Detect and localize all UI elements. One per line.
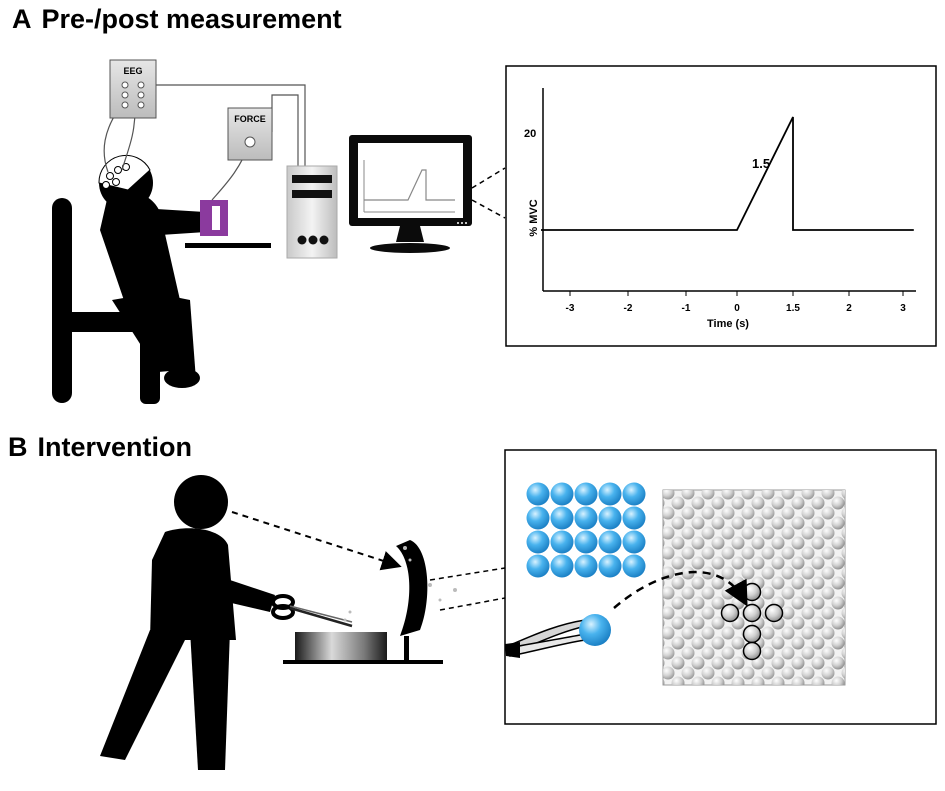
- panel-b-title: B Intervention: [8, 432, 192, 463]
- chart-y-axis-label: % MVC: [528, 199, 540, 236]
- blue-ball: [550, 530, 574, 554]
- panel-a-title-text: Pre-/post measurement: [41, 4, 342, 34]
- force-label: FORCE: [234, 114, 266, 124]
- tweezers-tool: [505, 619, 587, 658]
- blue-ball: [526, 554, 550, 578]
- blue-ball: [574, 554, 598, 578]
- blue-ball: [598, 506, 622, 530]
- picked-blue-ball: [579, 614, 611, 646]
- x-tick-label: -2: [624, 303, 633, 314]
- x-tick-label: -3: [566, 303, 575, 314]
- blue-ball: [622, 506, 646, 530]
- monitor-icon: [349, 135, 472, 253]
- intervention-monitor: [396, 540, 428, 660]
- x-tick-label: -1: [682, 303, 691, 314]
- scissors-tool: [271, 594, 353, 628]
- x-tick-label: 0: [734, 303, 740, 314]
- blue-ball: [574, 506, 598, 530]
- eeg-cap: [98, 154, 151, 191]
- placement-arrow: [613, 570, 748, 609]
- force-series-line: [541, 116, 914, 231]
- blue-ball: [550, 482, 574, 506]
- blue-ball: [550, 506, 574, 530]
- x-tick-label: 1.5: [786, 303, 800, 314]
- zoom-lines-b: [429, 567, 506, 611]
- chart-x-axis-label: Time (s): [707, 318, 749, 330]
- blue-ball: [574, 530, 598, 554]
- chart-annotation: 1.5: [752, 156, 770, 171]
- sparkle-particles: [343, 546, 472, 622]
- blue-ball-array: [526, 482, 646, 578]
- blue-ball: [574, 482, 598, 506]
- blue-ball: [598, 554, 622, 578]
- blue-ball: [550, 554, 574, 578]
- blue-ball: [622, 482, 646, 506]
- gaze-arrow: [231, 511, 402, 571]
- blue-ball: [622, 530, 646, 554]
- eeg-box: EEG: [109, 59, 157, 119]
- computer-tower: [286, 165, 338, 259]
- workpiece-block: [283, 632, 443, 664]
- panel-a-title: A Pre-/post measurement: [12, 4, 342, 35]
- blue-ball: [598, 482, 622, 506]
- seated-person-figure: [99, 156, 206, 388]
- force-box: FORCE: [227, 107, 273, 161]
- force-chart: -3 -2 -1 0 1.5 2 3 20 1.5 % MVC Time (s): [505, 65, 937, 347]
- y-tick-label: 20: [524, 128, 536, 140]
- blue-ball: [598, 530, 622, 554]
- blue-ball: [526, 506, 550, 530]
- blue-ball: [622, 554, 646, 578]
- blue-ball: [526, 482, 550, 506]
- chart-frame: [505, 65, 937, 347]
- panel-b-letter: B: [8, 432, 28, 462]
- eeg-label: EEG: [123, 66, 142, 76]
- table-line: [185, 243, 271, 248]
- standing-person-figure: [100, 475, 275, 770]
- x-tick-label: 3: [900, 303, 906, 314]
- x-tick-label: 2: [846, 303, 852, 314]
- panel-b-title-text: Intervention: [37, 432, 193, 462]
- blue-ball: [526, 530, 550, 554]
- zoom-lines-a: [471, 167, 506, 219]
- grip-force-handle: [200, 200, 228, 236]
- panel-a-letter: A: [12, 4, 32, 34]
